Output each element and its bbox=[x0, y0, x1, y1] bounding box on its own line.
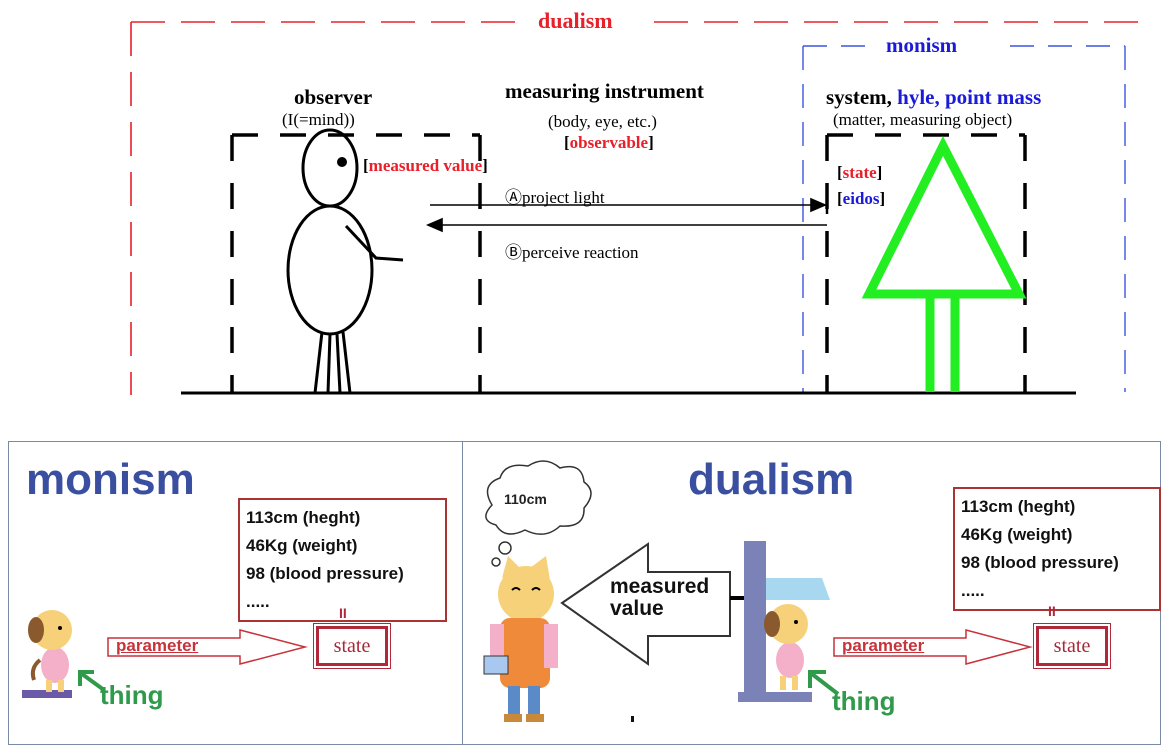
project-light-arrow bbox=[430, 196, 829, 214]
system-subtitle: (matter, measuring object) bbox=[833, 110, 1013, 129]
eidos-label: [eidos] bbox=[837, 189, 886, 208]
monism-frame bbox=[802, 45, 1126, 392]
parameter-label: parameter bbox=[116, 636, 199, 655]
measurement-line: 46Kg (weight) bbox=[246, 536, 358, 555]
dualism-panel-title: dualism bbox=[688, 455, 855, 504]
thing-label: thing bbox=[100, 680, 164, 710]
dualism-measurement-box: 113cm (heght) 46Kg (weight) 98 (blood pr… bbox=[953, 487, 1161, 611]
parameter-arrow bbox=[107, 629, 308, 665]
observer-title: observer bbox=[294, 85, 373, 109]
state-box: state bbox=[1033, 623, 1111, 669]
instrument-title: measuring instrument bbox=[505, 79, 704, 103]
instrument-subtitle: (body, eye, etc.) bbox=[548, 112, 657, 131]
thought-bubble-text: 110cm bbox=[504, 491, 547, 507]
height-rod bbox=[738, 541, 830, 702]
perceive-reaction-arrow bbox=[425, 217, 827, 233]
observer-box bbox=[230, 133, 482, 392]
dog-character bbox=[22, 610, 72, 698]
measurement-line: ..... bbox=[246, 592, 270, 611]
observer-subtitle: (I(=mind)) bbox=[282, 110, 355, 129]
measured-value-text: measured value bbox=[610, 575, 710, 620]
measurement-line: 113cm (heght) bbox=[961, 497, 1076, 516]
cat-character bbox=[483, 556, 558, 722]
dog-character bbox=[764, 604, 808, 690]
parameter-arrow bbox=[833, 629, 1033, 665]
tree-shape bbox=[861, 136, 1027, 392]
measured-value-arrow bbox=[560, 542, 731, 666]
monism-measurement-box: 113cm (heght) 46Kg (weight) 98 (blood pr… bbox=[238, 498, 447, 622]
equals-mark: II bbox=[1048, 603, 1056, 619]
perceive-reaction-label: Ⓑperceive reaction bbox=[505, 243, 639, 262]
measurement-line: 46Kg (weight) bbox=[961, 525, 1073, 544]
thought-bubble bbox=[485, 460, 592, 567]
monism-panel-title: monism bbox=[26, 455, 195, 504]
measurement-line: ..... bbox=[961, 581, 985, 600]
system-box bbox=[825, 133, 1027, 392]
thing-arrow bbox=[808, 670, 840, 696]
system-title: system, hyle, point mass bbox=[826, 85, 1042, 109]
dualism-title: dualism bbox=[538, 8, 613, 33]
measurement-line: 113cm (heght) bbox=[246, 508, 361, 527]
measurement-line: 98 (blood pressure) bbox=[246, 564, 404, 583]
observable-label: [observable] bbox=[564, 133, 654, 152]
project-light-label: Ⓐproject light bbox=[505, 188, 605, 207]
measurement-line: 98 (blood pressure) bbox=[961, 553, 1119, 572]
thing-arrow bbox=[78, 670, 106, 692]
parameter-label: parameter bbox=[842, 636, 925, 655]
measured-value-label: [measured value] bbox=[363, 156, 488, 175]
state-box: state bbox=[313, 623, 391, 669]
state-label: [state] bbox=[837, 163, 883, 182]
small-mark bbox=[631, 716, 634, 722]
thing-label: thing bbox=[832, 686, 896, 716]
dualism-frame bbox=[130, 21, 1140, 395]
equals-mark: II bbox=[339, 605, 347, 621]
monism-title: monism bbox=[886, 33, 958, 57]
observer-figure bbox=[286, 128, 404, 394]
